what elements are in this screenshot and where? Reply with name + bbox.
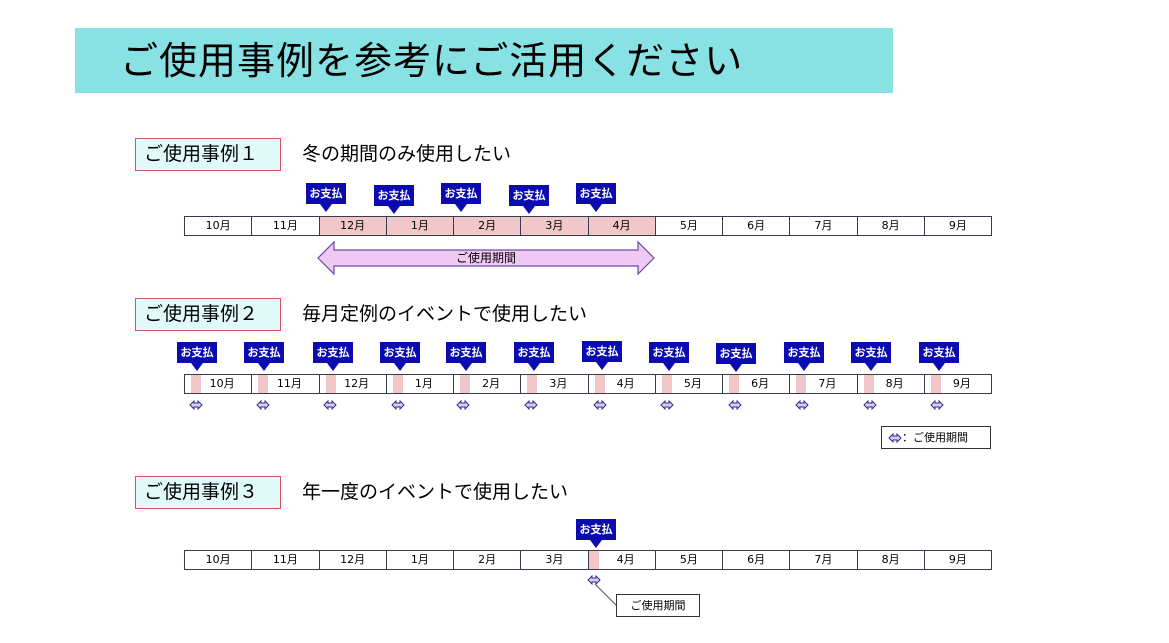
month-cell: 2月 bbox=[454, 551, 522, 569]
usage-period-double-arrow: ご使用期間 bbox=[317, 240, 655, 276]
double-arrow-icon bbox=[189, 400, 203, 410]
callout-leader-line bbox=[594, 583, 618, 607]
month-cell: 6月 bbox=[723, 375, 791, 393]
case1-timeline: 10月 11月 12月 1月 2月 3月 4月 5月 6月 7月 8月 9月 bbox=[184, 216, 992, 236]
double-arrow-icon bbox=[256, 400, 270, 410]
double-arrow-icon bbox=[456, 400, 470, 410]
double-arrow-icon bbox=[795, 400, 809, 410]
case3-timeline: 10月 11月 12月 1月 2月 3月 4月 5月 6月 7月 8月 9月 bbox=[184, 550, 992, 570]
usage-highlight bbox=[661, 375, 672, 393]
payment-tag: お支払 bbox=[244, 342, 284, 371]
double-arrow-icon bbox=[888, 432, 902, 444]
payment-tag: お支払 bbox=[582, 341, 622, 370]
month-cell: 11月 bbox=[252, 375, 320, 393]
month-cell: 8月 bbox=[858, 375, 925, 393]
double-arrow-icon bbox=[391, 400, 405, 410]
payment-tag: お支払 bbox=[441, 183, 481, 212]
page-title: ご使用事例を参考にご活用ください bbox=[120, 39, 744, 83]
usage-highlight bbox=[325, 375, 336, 393]
double-arrow-icon bbox=[587, 575, 601, 585]
month-cell: 9月 bbox=[925, 375, 991, 393]
usage-highlight bbox=[594, 375, 605, 393]
month-cell: 9月 bbox=[948, 553, 967, 566]
payment-tag: お支払 bbox=[177, 342, 217, 371]
month-cell: 2月 bbox=[454, 375, 522, 393]
month-cell-paid: 1月 bbox=[386, 217, 454, 235]
case2-timeline: 10月 11月 12月 1月 2月 3月 4月 5月 6月 7月 8月 9月 bbox=[184, 374, 992, 394]
payment-tag: お支払 bbox=[649, 342, 689, 371]
case3-description: 年一度のイベントで使用したい bbox=[302, 481, 569, 503]
usage-highlight bbox=[796, 375, 807, 393]
payment-tag: お支払 bbox=[784, 342, 824, 371]
double-arrow-icon bbox=[593, 400, 607, 410]
usage-highlight bbox=[527, 375, 538, 393]
usage-highlight bbox=[588, 551, 599, 569]
month-cell: 9月 bbox=[948, 219, 967, 232]
payment-tag: お支払 bbox=[919, 342, 959, 371]
month-cell: 11月 bbox=[252, 551, 320, 569]
double-arrow-icon bbox=[524, 400, 538, 410]
payment-tag: お支払 bbox=[576, 519, 616, 548]
payment-tag: お支払 bbox=[306, 183, 346, 212]
payment-tag: お支払 bbox=[509, 185, 549, 214]
payment-tag: お支払 bbox=[313, 342, 353, 371]
usage-highlight bbox=[191, 375, 201, 393]
month-cell: 12月 bbox=[320, 375, 387, 393]
payment-tag: お支払 bbox=[374, 185, 414, 214]
case2-description: 毎月定例のイベントで使用したい bbox=[302, 303, 588, 325]
usage-period-legend: ：ご使用期間 bbox=[881, 426, 991, 449]
month-cell: 10月 bbox=[185, 217, 253, 235]
month-cell: 1月 bbox=[387, 551, 454, 569]
double-arrow-icon bbox=[728, 400, 742, 410]
payment-tag: お支払 bbox=[380, 342, 420, 371]
month-cell: 3月 bbox=[521, 551, 589, 569]
usage-highlight bbox=[392, 375, 403, 393]
payment-tag: お支払 bbox=[446, 342, 486, 371]
usage-highlight bbox=[729, 375, 739, 393]
month-cell: 6月 bbox=[723, 217, 791, 235]
month-cell: 4月 bbox=[589, 375, 656, 393]
month-cell: 1月 bbox=[387, 375, 454, 393]
month-cell: 7月 bbox=[790, 375, 858, 393]
month-cell-paid: 12月 bbox=[319, 217, 387, 235]
case2-label: ご使用事例２ bbox=[135, 298, 281, 331]
payment-tag: お支払 bbox=[851, 342, 891, 371]
case3-label: ご使用事例３ bbox=[135, 476, 281, 509]
double-arrow-icon bbox=[323, 400, 337, 410]
payment-tag: お支払 bbox=[514, 342, 554, 371]
month-cell-paid: 4月 bbox=[588, 217, 656, 235]
month-cell: 7月 bbox=[790, 551, 858, 569]
usage-highlight bbox=[863, 375, 874, 393]
title-banner bbox=[75, 28, 893, 93]
usage-period-label: ご使用期間 bbox=[456, 250, 516, 265]
month-cell: 12月 bbox=[320, 551, 387, 569]
month-cell-paid: 3月 bbox=[521, 217, 589, 235]
case1-description: 冬の期間のみ使用したい bbox=[302, 143, 512, 165]
month-cell: 10月 bbox=[185, 375, 253, 393]
month-cell-paid: 2月 bbox=[454, 217, 522, 235]
legend-label: ：ご使用期間 bbox=[902, 431, 968, 444]
double-arrow-icon bbox=[930, 400, 944, 410]
month-cell: 8月 bbox=[858, 217, 925, 235]
usage-highlight bbox=[930, 375, 941, 393]
month-cell: 7月 bbox=[790, 217, 858, 235]
month-cell: 4月 bbox=[588, 551, 656, 569]
usage-period-callout: ご使用期間 bbox=[616, 594, 700, 617]
usage-highlight bbox=[460, 375, 470, 393]
month-cell: 10月 bbox=[185, 551, 253, 569]
month-cell: 5月 bbox=[656, 375, 723, 393]
double-arrow-icon bbox=[660, 400, 674, 410]
case1-label: ご使用事例１ bbox=[135, 138, 281, 171]
month-cell: 6月 bbox=[723, 551, 791, 569]
month-cell: 5月 bbox=[656, 217, 723, 235]
double-arrow-icon bbox=[863, 400, 877, 410]
payment-tag: お支払 bbox=[576, 183, 616, 212]
month-cell: 8月 bbox=[858, 551, 925, 569]
payment-tag: お支払 bbox=[716, 343, 756, 372]
month-cell: 3月 bbox=[521, 375, 589, 393]
month-cell: 5月 bbox=[656, 551, 723, 569]
month-cell: 11月 bbox=[252, 217, 320, 235]
usage-highlight bbox=[258, 375, 269, 393]
